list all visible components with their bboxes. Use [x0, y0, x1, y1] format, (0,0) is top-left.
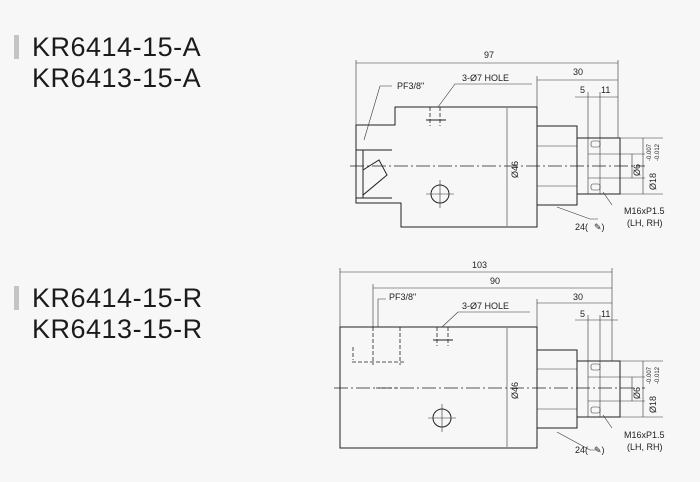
- bottom-label-thread: M16xP1.5: [624, 430, 665, 440]
- bottom-leader-thread: [602, 414, 613, 429]
- bottom-label-body-dia: Ø46: [510, 382, 520, 399]
- model-name-2: KR6413-15-A: [32, 63, 202, 93]
- bottom-dim-overall: 103: [472, 260, 487, 270]
- top-drawing: 97 30 5 11 PF3/8" 3-Ø7 HOLE Ø46 Ø6 Ø18 -…: [350, 50, 665, 232]
- title-accent-bar: [14, 286, 19, 310]
- top-port-symbol: [362, 159, 388, 197]
- top-dim-right: 30: [573, 67, 583, 77]
- top-label-thread-dir: (LH, RH): [627, 218, 663, 228]
- wrench-icon: ✎): [594, 445, 605, 455]
- top-label-port: PF3/8": [397, 81, 424, 91]
- top-label-tol-upper: -0.007: [647, 143, 653, 161]
- bottom-dim-step-b: 11: [601, 309, 610, 319]
- top-model-title: KR6414-15-A KR6413-15-A: [14, 32, 201, 94]
- top-label-body-dia: Ø46: [510, 161, 520, 178]
- bottom-thread-mark: [590, 406, 601, 414]
- bottom-label-tol-lower: -0.012: [655, 366, 661, 384]
- top-dim-step-b: 11: [601, 85, 610, 95]
- bottom-dim-step-a: 5: [580, 309, 585, 319]
- title-accent-bar: [14, 35, 19, 59]
- top-label-shaft-small: Ø6: [632, 164, 642, 176]
- model-name-1: KR6414-15-R: [32, 283, 203, 313]
- top-leader-hex: [556, 206, 598, 220]
- top-shaft: [577, 137, 621, 195]
- bottom-label-holes: 3-Ø7 HOLE: [462, 301, 509, 311]
- bottom-label-tol-upper: -0.007: [647, 366, 653, 384]
- bottom-dim-mid: 90: [490, 276, 500, 286]
- top-label-hex: 24(: [575, 222, 588, 232]
- bottom-label-hex: 24(: [575, 445, 588, 455]
- top-label-tol-lower: -0.012: [655, 143, 661, 161]
- bottom-leader-holes: [441, 311, 530, 328]
- bottom-body-outline: [339, 326, 538, 449]
- top-body-outline: [355, 106, 538, 228]
- top-dim-overall: 97: [484, 50, 494, 60]
- top-leader-port: [363, 85, 392, 141]
- top-label-thread: M16xP1.5: [624, 206, 665, 216]
- bottom-label-thread-dir: (LH, RH): [627, 442, 663, 452]
- bottom-dim-right: 30: [573, 292, 583, 302]
- bottom-label-port: PF3/8": [389, 292, 416, 302]
- top-leader-holes: [437, 83, 532, 108]
- model-name-2: KR6413-15-R: [32, 314, 203, 344]
- bottom-label-shaft-large: Ø18: [648, 396, 658, 413]
- top-hex-nut: [536, 125, 578, 206]
- top-label-holes: 3-Ø7 HOLE: [462, 73, 509, 83]
- bottom-hex-nut: [536, 349, 578, 429]
- bottom-shaft: [577, 360, 621, 418]
- bottom-leader-port: [377, 298, 386, 327]
- top-thread-mark: [590, 183, 601, 191]
- bottom-drawing: 103 90 30 5 11 PF3/8" 3-Ø7 HOLE Ø46 Ø6 Ø…: [334, 260, 665, 455]
- model-name-1: KR6414-15-A: [32, 32, 202, 62]
- bottom-model-title: KR6414-15-R KR6413-15-R: [14, 283, 203, 345]
- top-thread-mark: [590, 140, 601, 148]
- bottom-label-shaft-small: Ø6: [632, 387, 642, 399]
- wrench-icon: ✎): [594, 222, 605, 232]
- top-dim-step-a: 5: [580, 85, 585, 95]
- top-label-shaft-large: Ø18: [648, 173, 658, 190]
- bottom-thread-mark: [590, 363, 601, 371]
- top-leader-thread: [602, 191, 613, 206]
- bottom-leader-hex: [556, 431, 598, 451]
